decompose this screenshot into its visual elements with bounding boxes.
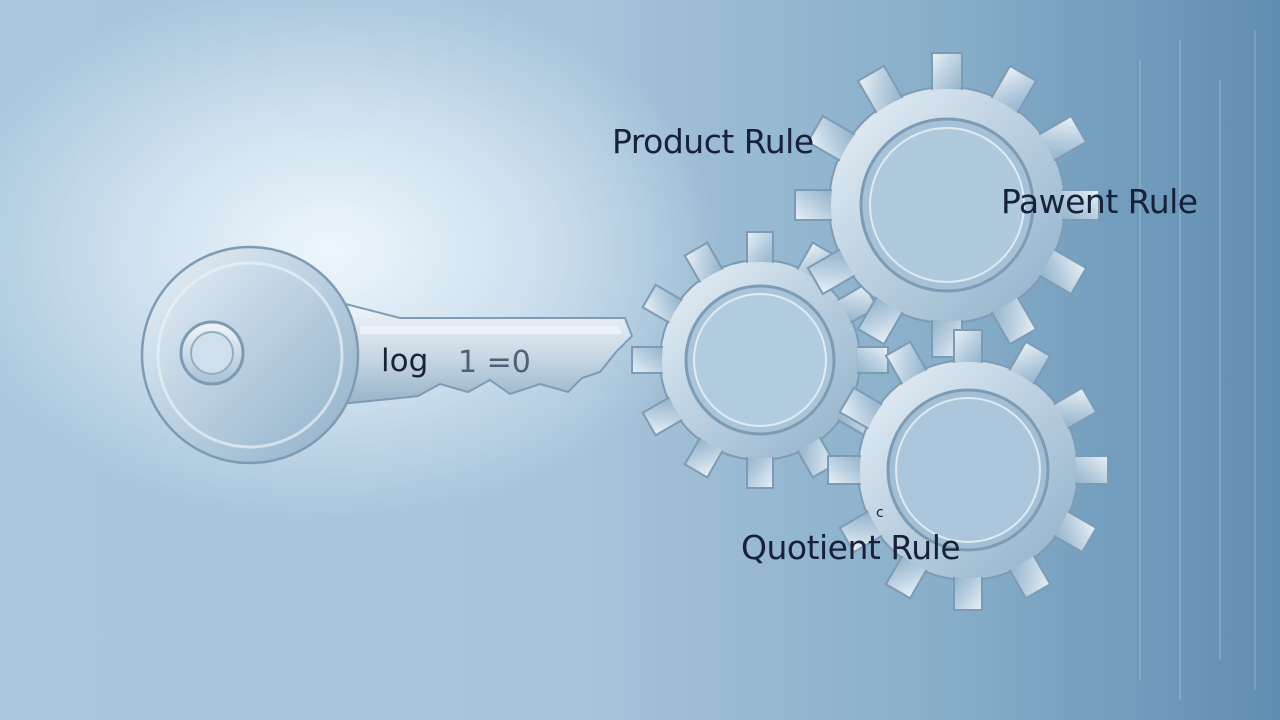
product-rule-label: Product Rule [612, 122, 814, 161]
stray-mark: c [876, 505, 884, 521]
key-icon [140, 245, 634, 465]
gear-icon [827, 329, 1109, 611]
power-rule-label: Pawent Rule [1001, 182, 1198, 221]
key-engraving-log: log [381, 343, 429, 379]
key-engraving-equation: 1 =0 [458, 345, 531, 380]
gear-icon [631, 231, 889, 489]
gear-icon [794, 52, 1100, 358]
quotient-rule-label: Quotient Rule [741, 528, 961, 567]
